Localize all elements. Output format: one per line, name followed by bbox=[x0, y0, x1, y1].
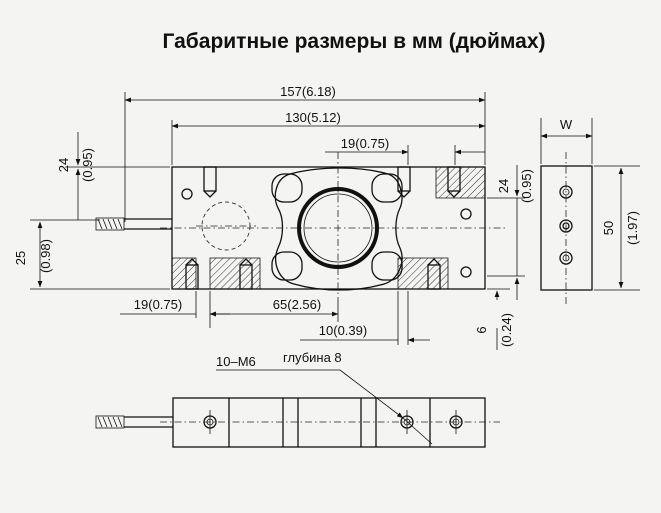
dim-center-offset: 65(2.56) bbox=[273, 297, 321, 312]
thread-depth: глубина 8 bbox=[283, 350, 342, 365]
dim-overall-length: 157(6.18) bbox=[280, 84, 336, 99]
drawing-title: Габаритные размеры в мм (дюймах) bbox=[162, 30, 545, 53]
dim-left-base-mm: 25 bbox=[13, 251, 28, 265]
dim-left-height-in: (0.95) bbox=[80, 148, 95, 182]
dim-top-right-offset: 19(0.75) bbox=[341, 136, 389, 151]
dim-width: W bbox=[560, 117, 573, 132]
top-view: 10–M6 глубина 8 bbox=[95, 350, 500, 448]
front-view bbox=[95, 152, 505, 300]
dim-step-in: (0.24) bbox=[499, 313, 514, 347]
dim-step-mm: 6 bbox=[474, 326, 489, 333]
dim-side-height-mm: 50 bbox=[601, 221, 616, 235]
dim-right-height-in: (0.95) bbox=[519, 169, 534, 203]
dim-hole-offset: 10(0.39) bbox=[319, 323, 367, 338]
dim-left-height-mm: 24 bbox=[56, 158, 71, 172]
dim-left-base-in: (0.98) bbox=[38, 239, 53, 273]
cable-top bbox=[95, 415, 173, 429]
thread-label: 10–M6 bbox=[216, 354, 256, 369]
dim-hole-spacing: 130(5.12) bbox=[285, 110, 341, 125]
dim-bottom-left-offset: 19(0.75) bbox=[134, 297, 182, 312]
side-view: W 50 (1.97) bbox=[540, 117, 640, 304]
dim-right-height-mm: 24 bbox=[496, 179, 511, 193]
front-dimensions: 157(6.18) 130(5.12) 19(0.75) 24 (0.95) 2… bbox=[13, 84, 534, 350]
sensing-element bbox=[271, 167, 403, 291]
dim-side-height-in: (1.97) bbox=[625, 211, 640, 245]
cable-front bbox=[95, 217, 172, 231]
